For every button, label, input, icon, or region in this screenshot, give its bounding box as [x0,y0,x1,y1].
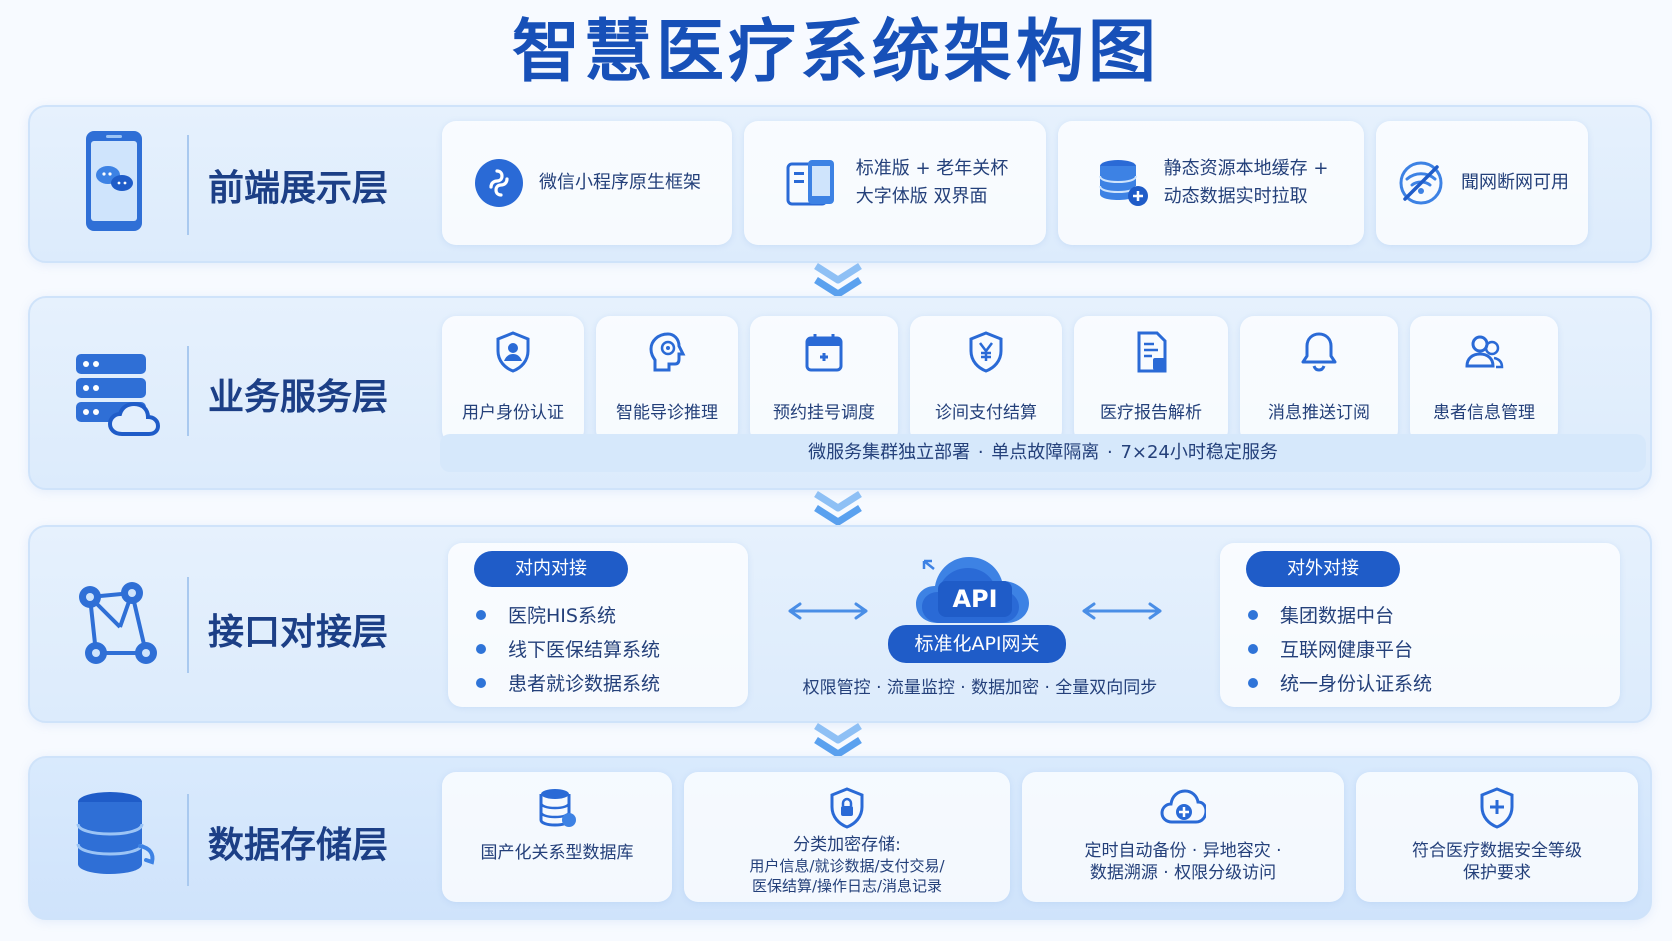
frontend-item-text: 标准版 + 老年关杯 大字体版 双界面 [856,155,1009,211]
chevron-down-icon [814,723,862,758]
external-integration-title: 对外对接 [1246,551,1400,587]
storage-card: 分类加密存储: 用户信息/就诊数据/支付交易/ 医保结算/操作日志/消息记录 [684,772,1010,902]
list-item-text: 医院HIS系统 [508,605,616,627]
storage-card-detail: 用户信息/就诊数据/支付交易/ [749,857,945,875]
network-nodes-icon [79,582,157,664]
frontend-item-text: 微信小程序原生框架 [539,172,701,193]
frontend-item-line1: 标准版 + 老年关杯 [855,158,1009,179]
list-item: 医院HIS系统 [476,601,616,628]
frontend-item-line1: 静态资源本地缓存 + [1163,158,1329,179]
dual-screen-icon [786,160,834,206]
frontend-item-text: 静态资源本地缓存 + 动态数据实时拉取 [1164,155,1329,211]
frontend-layer: 前端展示层 微信小程序原生框架 标准版 + 老年关杯 大字体版 双界面 [28,105,1652,263]
external-integration-card: 对外对接 集团数据中台 互联网健康平台 统一身份认证系统 [1220,543,1620,707]
list-item: 集团数据中台 [1248,601,1394,628]
users-icon [1465,335,1504,369]
frontend-card-mini-program: 微信小程序原生框架 [442,121,732,245]
storage-card-text: 数据溯源 · 权限分级访问 [1089,863,1277,883]
layer-title-interface: 接口对接层 [208,612,389,653]
storage-card-detail: 医保结算/操作日志/消息记录 [751,877,943,895]
server-cloud-icon [76,354,161,436]
list-item: 线下医保结算系统 [476,635,660,662]
list-item-text: 集团数据中台 [1280,605,1395,627]
list-item-text: 互联网健康平台 [1280,639,1414,661]
lock-shield-icon [830,787,864,829]
storage-card-text: 符合医疗数据安全等级 [1412,841,1582,861]
storage-layer: 数据存储层 国产化关系型数据库 分类加密存储: 用户信息/就诊数据/支付交易/ … [28,756,1652,920]
frontend-card-offline: 聞网断网可用 [1376,121,1588,245]
interface-layer: 接口对接层 对内对接 医院HIS系统 线下医保结算系统 患者就诊数据系统 API… [28,525,1652,723]
report-doc-icon [1137,331,1167,373]
list-item-text: 患者就诊数据系统 [508,673,661,695]
frontend-card-cache: 静态资源本地缓存 + 动态数据实时拉取 [1058,121,1364,245]
storage-card: 国产化关系型数据库 [442,772,672,902]
yuan-shield-icon [969,331,1003,373]
storage-card-text: 保护要求 [1463,863,1531,883]
frontend-item-line2: 大字体版 双界面 [855,186,988,207]
service-card: 预约挂号调度 [750,316,898,444]
list-item: 互联网健康平台 [1248,635,1413,662]
storage-card: 符合医疗数据安全等级 保护要求 [1356,772,1638,902]
storage-card-title: 分类加密存储: [793,835,901,855]
service-label: 消息推送订阅 [1268,403,1370,423]
bidirectional-arrow-icon [788,602,868,620]
service-card: 诊间支付结算 [910,316,1062,444]
service-features-bar: 微服务集群独立部署 · 单点故障隔离 · 7×24小时稳定服务 [440,434,1646,472]
list-item: 患者就诊数据系统 [476,669,660,696]
frontend-item-text: 聞网断网可用 [1461,172,1569,193]
list-item: 统一身份认证系统 [1248,669,1432,696]
user-shield-icon [496,331,530,373]
smartphone-chat-icon [86,131,142,231]
page-title: 智慧医疗系统架构图 [511,13,1160,92]
api-badge: API [938,581,1012,617]
service-card: 用户身份认证 [442,316,584,444]
service-card: 患者信息管理 [1410,316,1558,444]
database-stack-icon [76,792,155,874]
layer-title-storage: 数据存储层 [208,825,389,866]
storage-card-text: 定时自动备份 · 异地容灾 · [1084,841,1282,861]
list-item-text: 统一身份认证系统 [1280,673,1433,695]
bell-icon [1301,332,1337,372]
bidirectional-arrow-icon [1082,602,1162,620]
ai-head-icon [649,332,686,372]
service-label: 预约挂号调度 [773,403,875,423]
mini-program-icon [475,159,523,207]
service-label: 智能导诊推理 [616,403,718,423]
db-icon [539,789,576,827]
service-card: 消息推送订阅 [1240,316,1398,444]
layer-title-frontend: 前端展示层 [208,168,389,209]
api-gateway-features: 权限管控 · 流量监控 · 数据加密 · 全量双向同步 [802,678,1158,698]
internal-integration-title: 对内对接 [474,551,628,587]
chevron-down-icon [814,263,862,298]
frontend-item-line2: 动态数据实时拉取 [1163,186,1308,207]
service-label: 医疗报告解析 [1100,403,1202,423]
service-card: 医疗报告解析 [1074,316,1228,444]
storage-card: 定时自动备份 · 异地容灾 · 数据溯源 · 权限分级访问 [1022,772,1344,902]
shield-plus-icon [1480,787,1514,829]
chevron-down-icon [814,491,862,526]
service-label: 诊间支付结算 [935,403,1037,423]
service-label: 患者信息管理 [1433,403,1535,423]
internal-integration-card: 对内对接 医院HIS系统 线下医保结算系统 患者就诊数据系统 [448,543,748,707]
offline-icon [1399,161,1443,205]
database-sync-icon [1098,160,1148,206]
cloud-plus-icon [1160,789,1206,824]
storage-card-text: 国产化关系型数据库 [480,843,634,863]
frontend-card-dual-ui: 标准版 + 老年关杯 大字体版 双界面 [744,121,1046,245]
service-card: 智能导诊推理 [596,316,738,444]
business-layer: 业务服务层 用户身份认证 智能导诊推理 预约挂号调度 诊间支付结算 [28,296,1652,490]
layer-title-business: 业务服务层 [208,377,389,418]
api-gateway-label: 标准化API网关 [888,625,1066,663]
calendar-icon [805,334,843,372]
list-item-text: 线下医保结算系统 [508,639,661,661]
service-label: 用户身份认证 [462,403,564,423]
